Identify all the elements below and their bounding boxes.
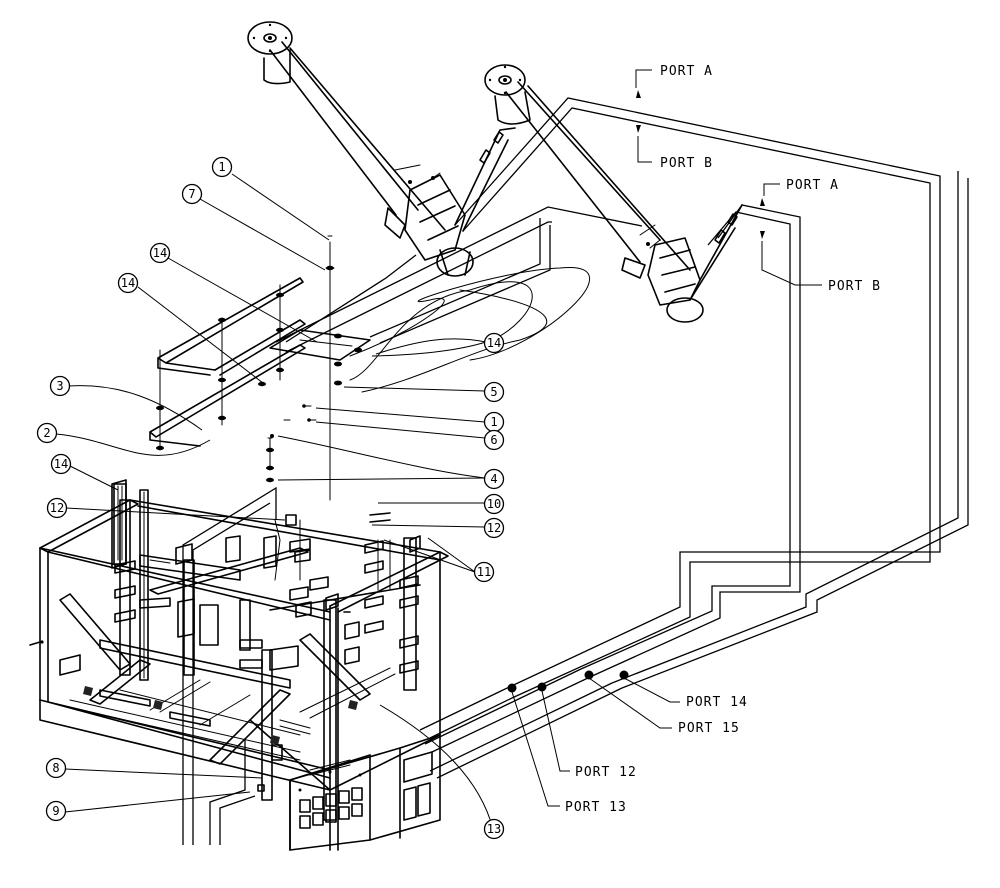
upper-frame-parts [149, 235, 590, 501]
callout-14-d: 14 [483, 332, 505, 354]
callout-11: 11 [473, 561, 495, 583]
label-port-14: PORT 14 [686, 695, 748, 710]
hose-lower-1 [419, 689, 504, 731]
hose-outer-loop [621, 178, 969, 689]
callout-14-b: 14 [117, 272, 139, 294]
callout-3: 3 [49, 375, 71, 397]
hose-port-a-outer-2 [462, 107, 931, 699]
callout-leaders [55, 69, 822, 830]
svg-text:6: 6 [490, 433, 497, 447]
svg-text:14: 14 [54, 457, 68, 471]
svg-text:1: 1 [218, 160, 225, 174]
swing-arm-2 [484, 64, 743, 323]
cabinet-frame [29, 479, 449, 851]
label-port-13: PORT 13 [565, 800, 627, 815]
hose-inner [275, 206, 643, 343]
hose-bottom-tail-2 [219, 795, 256, 845]
fitting-port-a-1 [636, 90, 641, 98]
fitting-port-b-1 [636, 125, 641, 133]
label-port-b-1: PORT B [660, 156, 713, 171]
callout-10: 10 [483, 493, 505, 515]
callout-1-mid: 1 [483, 411, 505, 433]
label-port-b-2: PORT B [828, 279, 881, 294]
label-port-a-2: PORT A [786, 178, 839, 193]
hose-plate [269, 329, 371, 361]
swing-arm-1 [247, 21, 516, 277]
svg-text:11: 11 [477, 565, 491, 579]
hose-routing [182, 97, 969, 845]
fitting-port-15 [584, 670, 594, 680]
hose-lower-4 [424, 668, 582, 745]
arm1-bracket [384, 207, 406, 239]
svg-text:12: 12 [487, 521, 501, 535]
label-port-15: PORT 15 [678, 721, 740, 736]
callout-8: 8 [45, 757, 67, 779]
fitting-port-12 [537, 682, 547, 692]
svg-text:13: 13 [487, 822, 501, 836]
callout-13: 13 [483, 818, 505, 840]
hose-arm1-drop [285, 254, 417, 343]
svg-text:2: 2 [43, 426, 50, 440]
fitting-port-13 [507, 683, 517, 693]
fitting-port-b-2 [760, 231, 765, 239]
svg-text:5: 5 [490, 385, 497, 399]
terminal-block [299, 787, 363, 829]
hose-port-a-outer [454, 97, 941, 691]
svg-text:10: 10 [487, 497, 501, 511]
callout-14-c: 14 [50, 453, 72, 475]
svg-text:12: 12 [50, 501, 64, 515]
port-fittings [507, 90, 765, 693]
hose-inner-3 [369, 218, 541, 338]
label-port-12: PORT 12 [575, 765, 637, 780]
fitting-port-14 [619, 670, 629, 680]
callout-2: 2 [36, 422, 58, 444]
bottom-rails [59, 667, 396, 761]
callout-5: 5 [483, 381, 505, 403]
hose-inner-2 [285, 221, 552, 353]
hose-bottom-tail [209, 740, 246, 845]
svg-text:14: 14 [121, 276, 135, 290]
label-port-a-1: PORT A [660, 64, 713, 79]
hose-inner-4 [379, 225, 551, 344]
svg-text:1: 1 [490, 415, 497, 429]
svg-text:14: 14 [487, 336, 501, 350]
callout-14-a: 14 [149, 242, 171, 264]
callout-9: 9 [45, 800, 67, 822]
arm1-mount-flange [247, 21, 293, 55]
upper-rail-frame [157, 277, 304, 376]
hose-lower-5 [436, 687, 623, 779]
hose-lower-2 [429, 697, 513, 739]
callout-12-left: 12 [46, 497, 68, 519]
arm2-bracket [621, 257, 646, 279]
hose-lower-3 [431, 676, 591, 753]
callout-1-top: 1 [211, 156, 233, 178]
port-labels: PORT A PORT B PORT A PORT B PORT 14 PORT… [565, 64, 881, 815]
svg-text:14: 14 [153, 246, 167, 260]
svg-text:9: 9 [52, 804, 59, 818]
callout-7: 7 [181, 183, 203, 205]
svg-text:4: 4 [490, 472, 497, 486]
fitting-port-a-2 [760, 198, 765, 206]
svg-text:8: 8 [52, 761, 59, 775]
hose-second-loop-2 [580, 211, 791, 670]
svg-text:3: 3 [56, 379, 63, 393]
hose-second-loop [589, 204, 801, 678]
svg-text:7: 7 [188, 187, 195, 201]
callout-bubbles: 1 7 14 14 3 2 14 12 14 5 1 6 4 10 12 11 … [36, 156, 505, 840]
arm2-mount-flange [484, 64, 526, 96]
callout-12-right: 12 [483, 517, 505, 539]
hose-outer-loop-2 [611, 171, 959, 684]
callout-4: 4 [483, 468, 505, 490]
callout-6: 6 [483, 429, 505, 451]
interior-brackets [59, 535, 419, 676]
hose-lower-6 [429, 682, 613, 772]
control-box [257, 734, 441, 851]
